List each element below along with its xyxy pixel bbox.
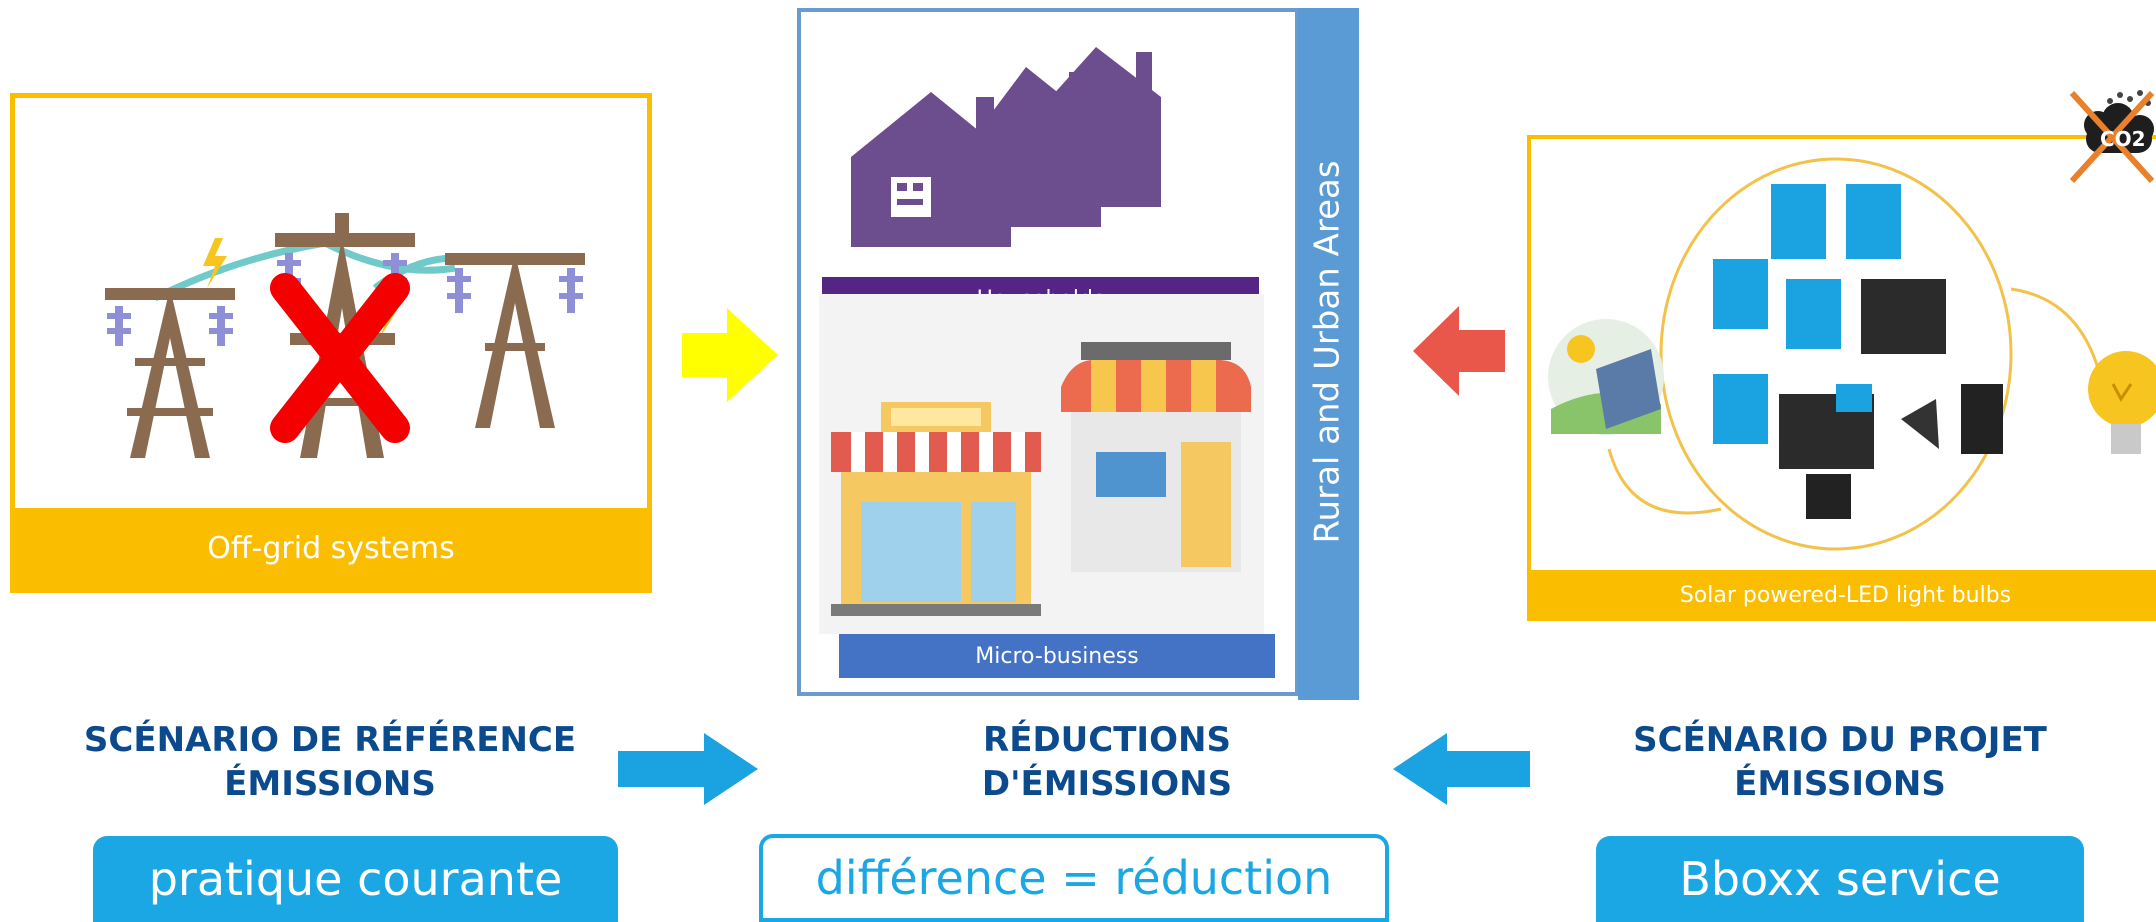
right-caption: Solar powered-LED light bulbs — [1679, 583, 2012, 608]
arrow-left-icon — [1393, 733, 1530, 805]
right-caption-bar: Solar powered-LED light bulbs — [1531, 570, 2156, 621]
power-pylon-icon — [445, 253, 585, 428]
power-lines-illustration — [105, 213, 585, 458]
left-caption-bar: Off-grid systems — [15, 508, 647, 588]
power-pylon-icon — [105, 288, 235, 458]
arrow-right-icon — [618, 733, 758, 805]
house-icon — [851, 92, 1011, 247]
side-band-label: Rural and Urban Areas — [1307, 160, 1348, 544]
project-pill-text: Bboxx service — [1679, 852, 2001, 906]
project-pill: Bboxx service — [1596, 836, 2084, 922]
baseline-title: SCÉNARIO DE RÉFÉRENCE ÉMISSIONS — [60, 718, 600, 806]
co2-text: CO2 — [2100, 127, 2146, 151]
side-band — [1298, 8, 1359, 700]
left-caption: Off-grid systems — [207, 530, 455, 566]
arrow-left-icon — [1413, 306, 1505, 396]
solar-panel-icon — [1548, 319, 1664, 435]
reduction-pill: différence = réduction — [759, 834, 1389, 922]
red-cross-icon — [270, 273, 410, 443]
right-panel: Solar powered-LED light bulbs — [1527, 135, 2156, 621]
center-panel: Households Micro-business — [797, 8, 1359, 700]
shops-illustration — [831, 342, 1251, 616]
reduction-pill-text: différence = réduction — [815, 851, 1333, 905]
co2-crossed-icon: CO2 — [2060, 85, 2156, 185]
reduction-title: RÉDUCTIONS D'ÉMISSIONS — [900, 718, 1314, 806]
project-title-line1: SCÉNARIO DU PROJET — [1633, 720, 2047, 760]
baseline-pill: pratique courante — [93, 836, 618, 922]
lightning-icon — [203, 238, 227, 288]
left-panel: Off-grid systems — [10, 93, 652, 593]
micro-business-label: Micro-business — [975, 643, 1139, 669]
baseline-title-line2: ÉMISSIONS — [224, 764, 436, 804]
side-band-label-wrap: Rural and Urban Areas — [1297, 8, 1358, 696]
shop-icon — [1061, 342, 1251, 572]
baseline-title-line1: SCÉNARIO DE RÉFÉRENCE — [83, 720, 577, 760]
baseline-pill-text: pratique courante — [148, 852, 563, 906]
shop-icon — [831, 402, 1041, 616]
battery-unit-icon — [1713, 184, 2003, 519]
solar-products-illustration — [1548, 157, 2156, 551]
houses-illustration — [851, 47, 1161, 247]
project-title: SCÉNARIO DU PROJET ÉMISSIONS — [1580, 718, 2100, 806]
light-bulb-icon — [2088, 351, 2156, 454]
reduction-title-line2: D'ÉMISSIONS — [981, 764, 1233, 804]
arrow-right-icon — [682, 308, 778, 402]
reduction-title-line1: RÉDUCTIONS — [983, 720, 1231, 760]
micro-business-bar: Micro-business — [839, 634, 1275, 678]
project-title-line2: ÉMISSIONS — [1734, 764, 1946, 804]
